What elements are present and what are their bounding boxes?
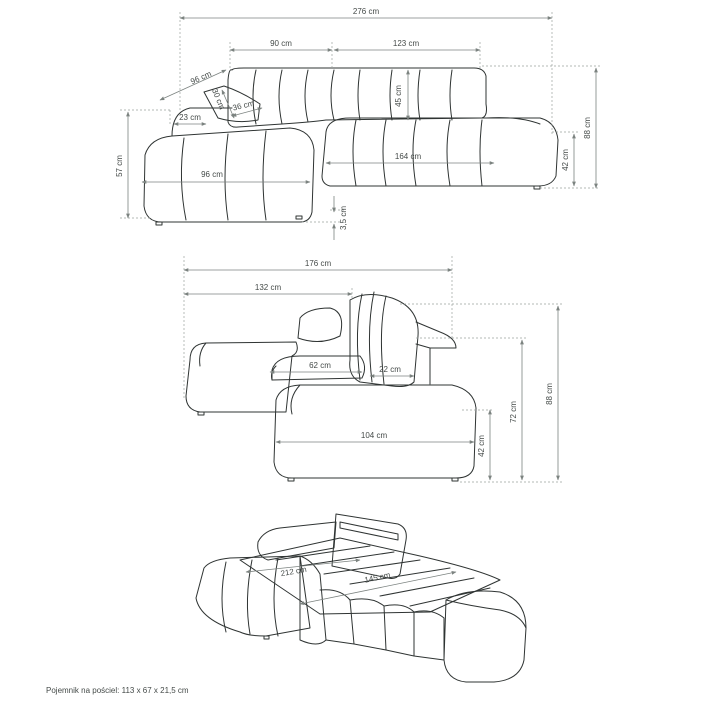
side-view: 176 cm 132 cm 62 cm 22 cm 104 cm 42 cm 7… xyxy=(183,256,562,483)
side-dimension-lines xyxy=(183,268,560,481)
label-armrest-width: 23 cm xyxy=(179,113,201,122)
label-chaise-depth: 132 cm xyxy=(255,283,282,292)
label-seat-length: 164 cm xyxy=(395,152,422,161)
label-backrest-depth: 22 cm xyxy=(379,365,401,374)
side-guides xyxy=(183,256,562,483)
label-chaise-height: 57 cm xyxy=(115,155,124,177)
storage-caption: Pojemnik na pościel: 113 x 67 x 21,5 cm xyxy=(46,686,189,695)
side-sofa-outline xyxy=(185,291,477,482)
label-back-height: 72 cm xyxy=(509,401,518,423)
side-labels: 176 cm 132 cm 62 cm 22 cm 104 cm 42 cm 7… xyxy=(255,259,554,457)
bed-dimension-lines xyxy=(245,558,457,606)
label-sleeping-length: 212 cm xyxy=(280,565,308,578)
label-leg-height: 3,5 cm xyxy=(339,206,348,230)
label-side-seat-height: 42 cm xyxy=(477,435,486,457)
label-corner-depth: 96 cm xyxy=(189,69,213,86)
bed-labels: 212 cm 145 cm xyxy=(280,565,392,585)
bed-view: 212 cm 145 cm xyxy=(195,513,527,683)
label-chaise-width: 96 cm xyxy=(201,170,223,179)
front-dimension-lines xyxy=(126,16,598,240)
label-total-width: 276 cm xyxy=(353,7,380,16)
label-total-depth: 176 cm xyxy=(305,259,332,268)
label-sleeping-width: 145 cm xyxy=(364,570,392,584)
label-seat-width: 104 cm xyxy=(361,431,388,440)
bed-sofa-outline xyxy=(195,513,527,683)
label-backrest-right: 123 cm xyxy=(393,39,420,48)
label-backrest-left: 90 cm xyxy=(270,39,292,48)
label-side-total-height: 88 cm xyxy=(545,383,554,405)
front-sofa-outline xyxy=(143,67,559,226)
label-backrest-height: 45 cm xyxy=(394,85,403,107)
front-view: 276 cm 90 cm 123 cm 96 cm 23 cm 30 cm 36… xyxy=(115,7,600,240)
label-seat-depth: 62 cm xyxy=(309,361,331,370)
label-seat-height: 42 cm xyxy=(561,149,570,171)
label-total-height: 88 cm xyxy=(583,117,592,139)
